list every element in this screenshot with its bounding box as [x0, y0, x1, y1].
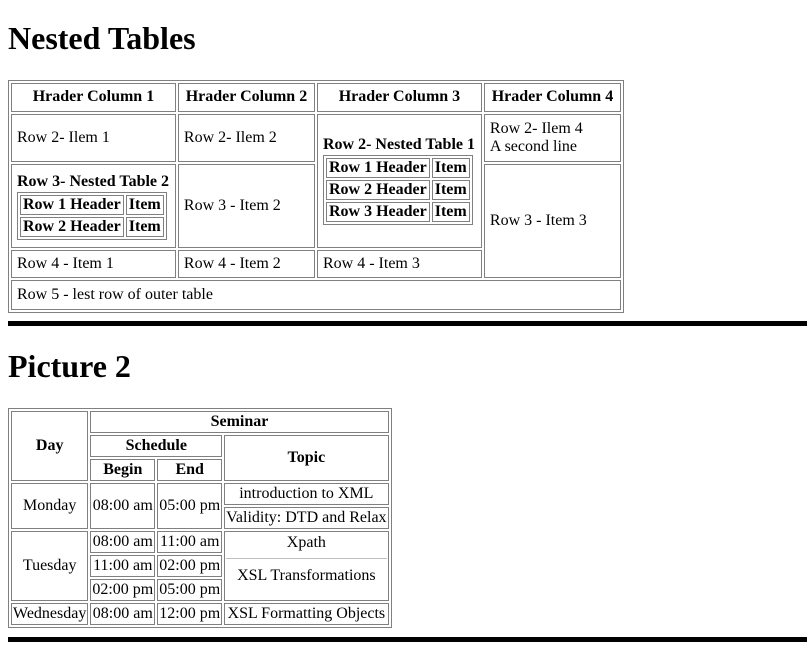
header-topic: Topic	[224, 435, 389, 481]
end-cell: 02:00 pm	[157, 555, 223, 577]
day-cell: Wednesday	[11, 603, 89, 625]
row4-item3: Row 4 - Item 3	[316, 249, 482, 279]
row2-item2: Row 2- Ilem 2	[177, 113, 315, 163]
nested-row-header: Row 3 Header	[325, 202, 430, 223]
begin-cell: 02:00 pm	[90, 579, 156, 601]
table-row: Row 1 Header Item	[20, 194, 164, 215]
table-row: Row 2- Ilem 1 Row 2- Ilem 2 Row 2- Neste…	[11, 113, 621, 248]
table-row: Wednesday 08:00 am 12:00 pm XSL Formatti…	[11, 603, 389, 625]
day-cell: Monday	[11, 483, 89, 529]
nested-table-2: Row 1 Header Item Row 2 Header Item	[17, 191, 167, 240]
row3-item3: Row 3 - Item 3	[483, 164, 621, 279]
row5-cell: Row 5 - lest row of outer table	[11, 280, 621, 310]
topic-divider	[226, 558, 387, 559]
header-column-3: Hrader Column 3	[316, 83, 482, 112]
header-row: Day Seminar	[11, 411, 389, 481]
table-row: 11:00 am 02:00 pm	[11, 555, 389, 577]
table-row: Row 4 - Item 1 Row 4 - Item 2 Row 4 - It…	[11, 249, 621, 279]
topic-xpath: Xpath	[286, 534, 326, 551]
nested-row-item: Item	[125, 216, 164, 237]
header-column-1: Hrader Column 1	[11, 83, 176, 112]
row2-item4: Row 2- Ilem 4 A second line	[483, 113, 621, 163]
row2-item4-line1: Row 2- Ilem 4	[489, 119, 583, 137]
nested-table-1-title: Row 2- Nested Table 1	[322, 136, 475, 154]
nested-row-header: Row 2 Header	[20, 216, 124, 237]
topic-cell: introduction to XML	[224, 483, 389, 505]
end-cell: 11:00 am	[157, 531, 223, 553]
header-row: Hrader Column 1 Hrader Column 2 Hrader C…	[11, 83, 621, 112]
nested-table-2-title: Row 3- Nested Table 2	[17, 172, 170, 190]
table-row: Row 5 - lest row of outer table	[11, 280, 621, 310]
row4-item1: Row 4 - Item 1	[11, 249, 176, 279]
begin-cell: 08:00 am	[90, 603, 156, 625]
topic-cell: Validity: DTD and Relax	[224, 507, 389, 529]
nested-row-header: Row 2 Header	[325, 180, 430, 201]
table-row: Row 3 Header Item	[325, 202, 470, 223]
header-column-2: Hrader Column 2	[177, 83, 315, 112]
topic-xsl-transformations: XSL Transformations	[237, 567, 376, 584]
header-begin: Begin	[90, 459, 156, 481]
nested-row-item: Item	[125, 194, 164, 215]
begin-cell: 11:00 am	[90, 555, 156, 577]
table-row: Monday 08:00 am 05:00 pm introduction to…	[11, 483, 389, 529]
header-schedule: Schedule	[90, 435, 223, 457]
table-row: Row 1 Header Item	[325, 158, 470, 179]
horizontal-rule	[8, 321, 807, 326]
nested-row-item: Item	[431, 202, 470, 223]
table-row: Row 2 Header Item	[20, 216, 164, 237]
nested-row-header: Row 1 Header	[20, 194, 124, 215]
table-row: Row 2 Header Item	[325, 180, 470, 201]
table-row: Row 3- Nested Table 2 Row 1 Header Item …	[11, 164, 621, 279]
table-row: Tuesday 08:00 am 11:00 am Xpath XSL Tran…	[11, 531, 389, 601]
end-cell: 05:00 pm	[157, 579, 223, 601]
header-end: End	[157, 459, 223, 481]
table-row: 02:00 pm 05:00 pm	[11, 579, 389, 601]
row2-item4-line2: A second line	[489, 137, 577, 155]
nested-row-item: Item	[431, 180, 470, 201]
section-title-picture-2: Picture 2	[8, 348, 131, 384]
header-column-4: Hrader Column 4	[483, 83, 621, 112]
begin-cell: 08:00 am	[90, 531, 156, 553]
row3-nested-table-cell: Row 3- Nested Table 2 Row 1 Header Item …	[11, 164, 176, 248]
nested-table-1: Row 1 Header Item Row 2 Header Item Row …	[322, 155, 473, 226]
header-row: Begin End	[11, 459, 389, 481]
begin-cell: 08:00 am	[90, 483, 156, 529]
row2-item1: Row 2- Ilem 1	[11, 113, 176, 163]
outer-table: Hrader Column 1 Hrader Column 2 Hrader C…	[8, 80, 624, 313]
section-title-nested-tables: Nested Tables	[8, 20, 196, 56]
end-cell: 12:00 pm	[157, 603, 223, 625]
header-row: Schedule Topic	[11, 435, 389, 481]
seminar-table: Day Seminar Schedule Topic Begin End Mon…	[8, 408, 392, 628]
nested-row-item: Item	[431, 158, 470, 179]
header-seminar: Seminar	[90, 411, 389, 433]
topic-cell-merged: Xpath XSL Transformations	[224, 531, 389, 601]
end-cell: 05:00 pm	[157, 483, 223, 529]
row2-nested-table-cell: Row 2- Nested Table 1 Row 1 Header Item …	[316, 113, 482, 248]
table-row: Validity: DTD and Relax	[11, 507, 389, 529]
day-cell: Tuesday	[11, 531, 89, 601]
row3-item2: Row 3 - Item 2	[177, 164, 315, 248]
nested-row-header: Row 1 Header	[325, 158, 430, 179]
topic-cell: XSL Formatting Objects	[224, 603, 389, 625]
header-day: Day	[11, 411, 89, 481]
row4-item2: Row 4 - Item 2	[177, 249, 315, 279]
horizontal-rule	[8, 637, 807, 642]
